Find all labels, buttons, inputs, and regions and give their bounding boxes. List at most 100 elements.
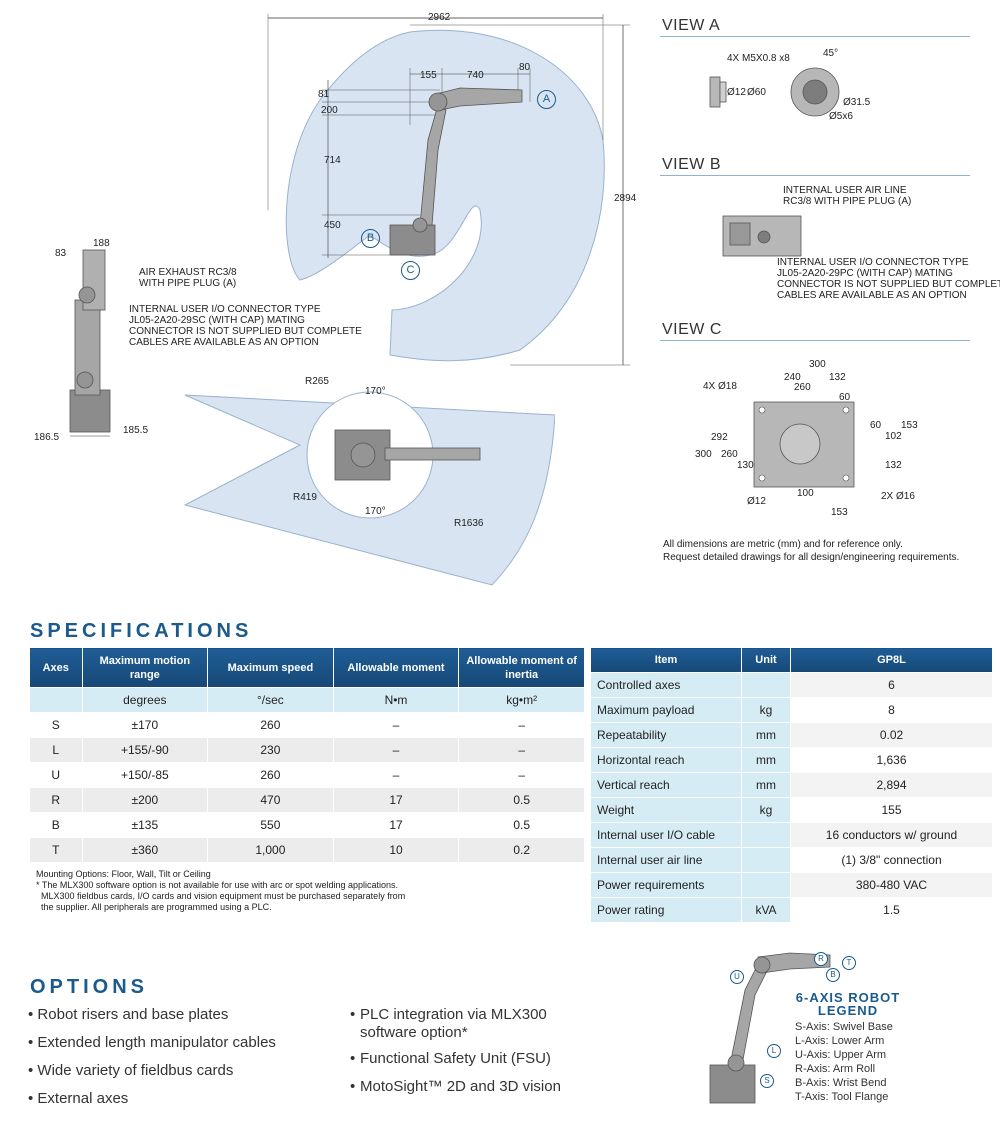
table-cell: L [29, 737, 83, 763]
badge-label: R [818, 954, 824, 963]
legend-title-line1: 6-AXIS ROBOT [795, 990, 901, 1005]
axes-units-row: degrees °/sec N•m kg•m² [29, 687, 585, 713]
axes-unit: degrees [81, 687, 209, 713]
option-text: Wide variety of fieldbus cards [37, 1062, 234, 1079]
bullet: • [350, 1006, 356, 1023]
view-c-rule [660, 340, 970, 341]
view-c-d153-bottom: 153 [831, 507, 848, 518]
note-line: Mounting Options: Floor, Wall, Tilt or C… [36, 869, 211, 879]
table-cell: 155 [790, 797, 993, 823]
label-c-badge: C [401, 261, 420, 280]
table-cell: 17 [332, 812, 460, 838]
view-c-d260-left: 260 [721, 449, 738, 460]
axes-header-moment: Allowable moment [332, 647, 460, 688]
table-cell: Repeatability [590, 722, 742, 748]
side-view-drawing [267, 14, 630, 366]
spec-header-item: Item [590, 647, 742, 673]
legend-items: S-Axis: Swivel Base L-Axis: Lower Arm U-… [795, 1020, 913, 1104]
table-cell: 2,894 [790, 772, 993, 798]
dim-r1636: R1636 [454, 518, 484, 529]
top-view-drawing [183, 391, 555, 586]
table-cell: ±360 [81, 837, 209, 863]
legend-item: L-Axis: Lower Arm [795, 1035, 885, 1047]
table-cell: kg [741, 697, 791, 723]
table-cell: 16 conductors w/ ground [790, 822, 993, 848]
table-cell: 260 [207, 762, 334, 788]
table-cell: ±170 [81, 712, 209, 738]
table-cell: – [458, 737, 585, 763]
option-text: MotoSight™ 2D and 3D vision [360, 1078, 561, 1095]
view-b-title: VIEW B [662, 156, 722, 173]
table-cell: 1,000 [207, 837, 334, 863]
table-cell: 0.5 [458, 812, 585, 838]
table-cell: U [29, 762, 83, 788]
table-cell: 0.02 [790, 722, 993, 748]
view-c-d130: 130 [737, 460, 754, 471]
side-view-work-envelope [285, 29, 605, 362]
dim-side-height: 2894 [614, 193, 637, 204]
legend-item: B-Axis: Wrist Bend [795, 1077, 887, 1089]
dim-188: 188 [93, 238, 110, 249]
axes-header-range: Maximum motion range [81, 647, 209, 688]
bullet: • [350, 1050, 356, 1067]
view-c-d300-top: 300 [809, 359, 826, 370]
axes-unit: °/sec [207, 687, 334, 713]
view-b-rule [660, 175, 970, 176]
dim-angle-top: 170° [365, 386, 386, 397]
label-a-badge: A [537, 90, 556, 109]
option-text: Robot risers and base plates [37, 1006, 229, 1023]
table-cell: Vertical reach [590, 772, 742, 798]
table-cell: 260 [207, 712, 334, 738]
table-cell: 1,636 [790, 747, 993, 773]
legend-title-line2: LEGEND [817, 1003, 879, 1018]
axes-table: Axes Maximum motion range Maximum speed … [29, 647, 585, 863]
spec-header-unit: Unit [741, 647, 791, 673]
badge-label: T [846, 958, 852, 967]
view-a-title: VIEW A [662, 17, 721, 34]
dim-side-width: 2962 [428, 12, 451, 23]
table-cell: S [29, 712, 83, 738]
view-a-45deg: 45° [823, 48, 839, 59]
table-cell: B [29, 812, 83, 838]
legend-badge-u: U [730, 970, 744, 984]
table-row: U +150/-85 260 – – [29, 762, 585, 788]
list-item: • External axes [28, 1090, 129, 1107]
view-c-d300-left: 300 [695, 449, 712, 460]
legend-badge-l: L [767, 1044, 781, 1058]
table-cell: – [332, 762, 460, 788]
table-cell: mm [741, 722, 791, 748]
table-cell: Internal user air line [590, 847, 742, 873]
view-c-d100: 100 [797, 488, 814, 499]
table-cell: 1.5 [790, 897, 993, 923]
bullet: • [350, 1078, 356, 1095]
options-heading: OPTIONS [30, 976, 149, 998]
view-c-d292: 292 [711, 432, 728, 443]
view-c-d260-top: 260 [794, 382, 811, 393]
view-b-callout-air: INTERNAL USER AIR LINE RC3/8 WITH PIPE P… [783, 185, 912, 207]
table-cell: Controlled axes [590, 672, 742, 698]
table-cell: 0.5 [458, 787, 585, 813]
table-row: R ±200 470 17 0.5 [29, 787, 585, 813]
dim-81: 81 [318, 89, 330, 100]
table-cell [741, 872, 791, 898]
front-view-drawing [69, 249, 111, 437]
callout-air-exhaust: AIR EXHAUST RC3/8 WITH PIPE PLUG (A) [139, 267, 237, 289]
table-cell: +150/-85 [81, 762, 209, 788]
dim-angle-bottom: 170° [365, 506, 386, 517]
view-a-d31-5: Ø31.5 [843, 97, 871, 108]
label-b-badge: B [361, 229, 380, 248]
table-cell: – [458, 712, 585, 738]
table-cell [741, 822, 791, 848]
legend-item: R-Axis: Arm Roll [795, 1063, 876, 1075]
dim-155: 155 [420, 70, 437, 81]
label-c: C [406, 264, 415, 276]
axes-unit: kg•m² [458, 687, 585, 713]
